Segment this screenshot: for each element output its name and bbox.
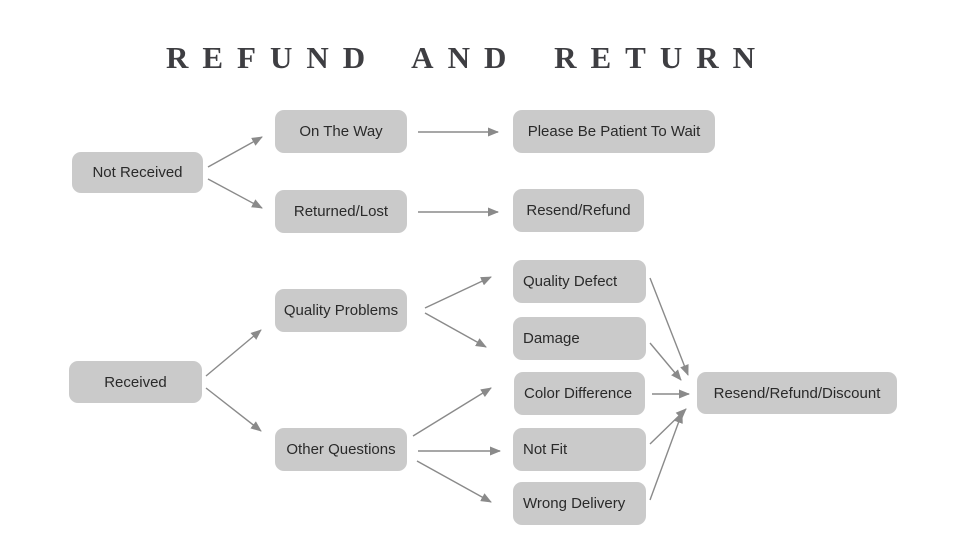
arrow-quality-problems-to-damage: [424, 312, 487, 348]
node-wrong-delivery: Wrong Delivery: [513, 482, 646, 525]
node-not-fit: Not Fit: [513, 428, 646, 471]
node-please-be-patient-to-wait: Please Be Patient To Wait: [513, 110, 715, 153]
arrow-other-questions-to-color-difference: [412, 387, 492, 437]
node-resend-refund: Resend/Refund: [513, 189, 644, 232]
arrow-quality-defect-to-resend-refund-discount: [649, 277, 689, 376]
arrow-damage-to-resend-refund-discount: [649, 342, 682, 381]
node-color-difference: Color Difference: [514, 372, 645, 415]
arrow-received-to-quality-problems: [205, 329, 262, 377]
arrow-received-to-other-questions: [205, 387, 262, 432]
node-on-the-way: On The Way: [275, 110, 407, 153]
node-resend-refund-discount: Resend/Refund/Discount: [697, 372, 897, 414]
arrow-quality-problems-to-quality-defect: [424, 276, 492, 309]
node-not-received: Not Received: [72, 152, 203, 193]
arrow-other-questions-to-wrong-delivery: [416, 460, 492, 503]
arrow-not-received-to-returned-lost: [207, 178, 263, 209]
node-quality-problems: Quality Problems: [275, 289, 407, 332]
node-received: Received: [69, 361, 202, 403]
arrow-not-fit-to-resend-refund-discount: [649, 408, 687, 445]
arrow-wrong-delivery-to-resend-refund-discount: [649, 412, 683, 501]
node-returned-lost: Returned/Lost: [275, 190, 407, 233]
node-other-questions: Other Questions: [275, 428, 407, 471]
arrow-not-received-to-on-the-way: [207, 136, 263, 168]
node-quality-defect: Quality Defect: [513, 260, 646, 303]
node-damage: Damage: [513, 317, 646, 360]
page-title: REFUND AND RETURN: [165, 40, 769, 75]
